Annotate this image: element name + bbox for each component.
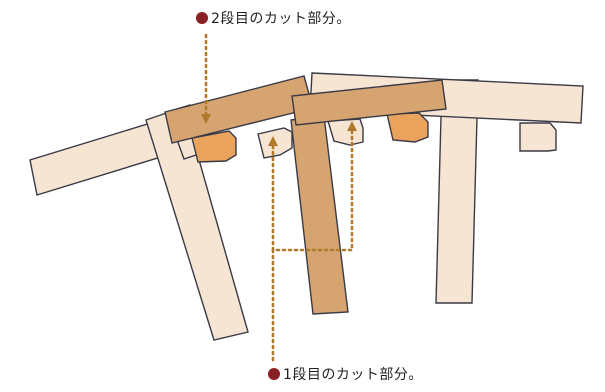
right-end-block	[519, 122, 557, 152]
cut-block-mid	[327, 118, 364, 146]
arrowhead-center	[268, 136, 278, 146]
callout-second-tier-cut: 2段目のカット部分。	[196, 8, 351, 28]
arrowhead-right	[347, 121, 357, 131]
bullet-dot	[196, 12, 208, 24]
bullet-dot	[268, 368, 280, 380]
cut-block-left	[191, 130, 237, 163]
cut-block-right	[386, 112, 429, 143]
label-second-tier-cut: 2段目のカット部分。	[211, 11, 351, 27]
callout-first-tier-cut: 1段目のカット部分。	[268, 364, 423, 384]
upper-beam-right	[291, 79, 447, 126]
second-tier-members	[164, 75, 447, 315]
leader-lines	[201, 33, 357, 362]
center-post	[290, 115, 349, 315]
leader-line-bottom	[271, 128, 354, 362]
label-first-tier-cut: 1段目のカット部分。	[283, 367, 423, 383]
arrowhead-top	[201, 114, 211, 124]
